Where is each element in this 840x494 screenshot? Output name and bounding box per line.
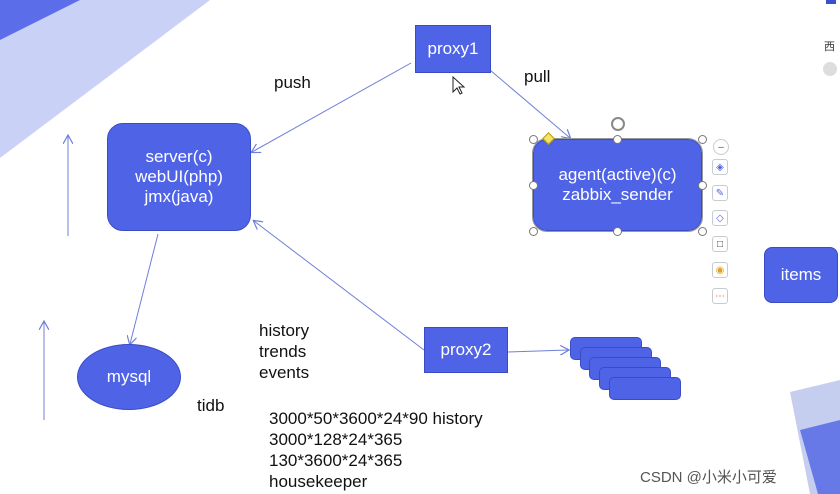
arrow-server-to-mysql bbox=[130, 233, 159, 344]
proxy2-label: proxy2 bbox=[440, 340, 492, 359]
pen-icon[interactable]: ✎ bbox=[712, 185, 728, 201]
server-line-1: server(c) bbox=[145, 147, 213, 166]
proxy2-node[interactable]: proxy2 bbox=[424, 327, 508, 373]
fill-icon[interactable]: ◇ bbox=[712, 210, 728, 226]
calc-line: 3000*50*3600*24*90 history bbox=[269, 409, 483, 428]
history-list-item: events bbox=[259, 363, 310, 382]
proxy1-label: proxy1 bbox=[427, 39, 479, 58]
server-node[interactable]: server(c) webUI(php) jmx(java) bbox=[107, 123, 251, 231]
push-label: push bbox=[274, 73, 311, 92]
server-line-2: webUI(php) bbox=[135, 167, 223, 186]
history-list: history trends events bbox=[259, 320, 309, 383]
more-icon[interactable]: ⋯ bbox=[712, 288, 728, 304]
arrow-proxy1-to-server bbox=[252, 62, 412, 152]
history-list-item: history bbox=[259, 321, 310, 340]
border-icon[interactable]: □ bbox=[712, 236, 728, 252]
top-right-mark-icon bbox=[826, 0, 836, 4]
watermark: CSDN @小米小可爱 bbox=[640, 469, 777, 486]
collapse-icon[interactable]: – bbox=[713, 139, 729, 155]
calc-notes: 3000*50*3600*24*90 history 3000*128*24*3… bbox=[269, 408, 483, 492]
resize-handle[interactable] bbox=[613, 135, 622, 144]
resize-handle[interactable] bbox=[698, 227, 707, 236]
server-line-3: jmx(java) bbox=[144, 187, 214, 206]
resize-handle[interactable] bbox=[529, 135, 538, 144]
history-list-item: trends bbox=[259, 342, 307, 361]
resize-handle[interactable] bbox=[529, 227, 538, 236]
background-triangle-bottom-right-dark bbox=[800, 420, 840, 494]
calc-line: 130*3600*24*365 bbox=[269, 451, 403, 470]
mysql-label: mysql bbox=[106, 367, 152, 386]
scroll-dot-icon[interactable] bbox=[823, 62, 837, 76]
tidb-label: tidb bbox=[197, 396, 225, 415]
bulb-icon[interactable]: ◉ bbox=[712, 262, 728, 278]
resize-handle[interactable] bbox=[698, 181, 707, 190]
rotate-handle-icon[interactable] bbox=[611, 117, 625, 131]
mouse-cursor-icon bbox=[452, 75, 466, 95]
items-node[interactable]: items bbox=[764, 247, 838, 303]
items-label: items bbox=[780, 265, 822, 284]
calc-line: housekeeper bbox=[269, 472, 368, 491]
background-triangle-top bbox=[0, 0, 210, 158]
arrow-proxy2-to-server bbox=[254, 221, 425, 351]
mysql-node[interactable]: mysql bbox=[77, 344, 181, 410]
pull-label: pull bbox=[524, 67, 551, 86]
agent-line-1: agent(active)(c) bbox=[558, 165, 677, 184]
resize-handle[interactable] bbox=[698, 135, 707, 144]
proxy1-node[interactable]: proxy1 bbox=[415, 25, 491, 73]
corner-text: 西 bbox=[824, 41, 835, 53]
agent-node[interactable]: agent(active)(c) zabbix_sender bbox=[532, 138, 703, 232]
calc-line: 3000*128*24*365 bbox=[269, 430, 403, 449]
background-triangle-dark bbox=[0, 0, 80, 40]
resize-handle[interactable] bbox=[613, 227, 622, 236]
resize-handle[interactable] bbox=[529, 181, 538, 190]
agent-line-2: zabbix_sender bbox=[562, 185, 673, 204]
arrow-proxy2-to-items bbox=[507, 350, 568, 352]
stack-box bbox=[609, 377, 681, 400]
layers-icon[interactable]: ◈ bbox=[712, 159, 728, 175]
arrow-proxy1-to-agent bbox=[489, 69, 570, 138]
